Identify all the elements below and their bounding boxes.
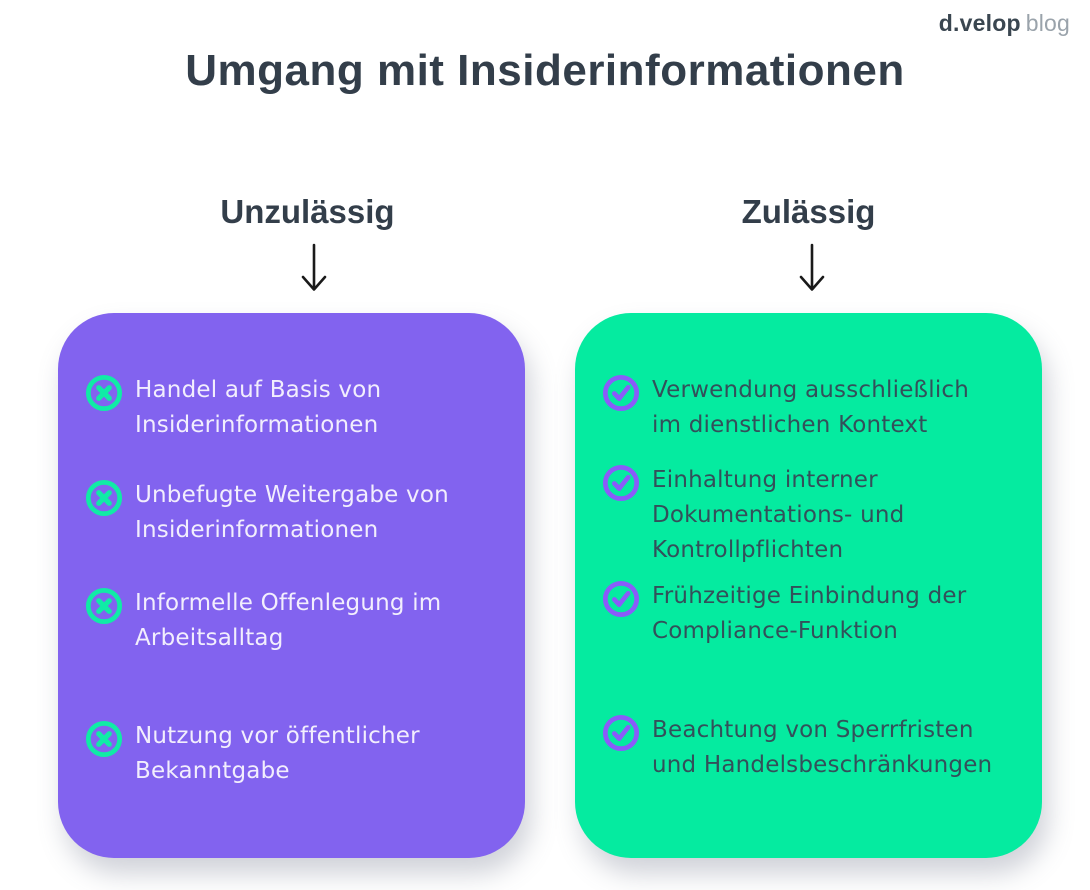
check-circle-icon: [602, 580, 640, 618]
column-header-zulaessig: Zulässig: [741, 193, 876, 230]
list-item-text: Informelle Offenlegung im Arbeitsalltag: [135, 590, 442, 651]
list-item: Informelle Offenlegung im Arbeitsalltag: [85, 586, 441, 656]
list-item-text: Handel auf Basis von Insiderinformatione…: [135, 377, 382, 438]
list-item: Nutzung vor öffentlicher Bekanntgabe: [85, 719, 420, 789]
list-item-text: Nutzung vor öffentlicher Bekanntgabe: [135, 723, 420, 784]
x-circle-icon: [85, 479, 123, 517]
check-circle-icon: [602, 464, 640, 502]
page-title: Umgang mit Insiderinformationen: [185, 46, 905, 95]
logo-brand-text: d.velop: [938, 10, 1021, 36]
x-circle-icon: [85, 587, 123, 625]
list-item: Beachtung von Sperrfristen und Handelsbe…: [602, 713, 992, 783]
column-header-unzulaessig: Unzulässig: [220, 193, 395, 230]
zulaessig-box: Verwendung ausschließlich im dienstliche…: [575, 313, 1042, 858]
logo-suffix-text: blog: [1025, 10, 1070, 36]
unzulaessig-box: Handel auf Basis von Insiderinformatione…: [58, 313, 525, 858]
list-item: Frühzeitige Einbindung der Compliance-Fu…: [602, 579, 966, 649]
down-arrow-icon: [301, 243, 327, 291]
list-item-text: Beachtung von Sperrfristen und Handelsbe…: [652, 717, 993, 778]
list-item-text: Verwendung ausschließlich im dienstliche…: [652, 377, 970, 438]
list-item: Verwendung ausschließlich im dienstliche…: [602, 373, 969, 443]
list-item: Einhaltung interner Dokumentations- und …: [602, 463, 904, 568]
x-circle-icon: [85, 374, 123, 412]
down-arrow-icon: [799, 243, 825, 291]
list-item-text: Einhaltung interner Dokumentations- und …: [652, 467, 905, 563]
list-item: Unbefugte Weitergabe von Insiderinformat…: [85, 478, 449, 548]
list-item-text: Frühzeitige Einbindung der Compliance-Fu…: [652, 583, 967, 644]
check-circle-icon: [602, 374, 640, 412]
x-circle-icon: [85, 720, 123, 758]
check-circle-icon: [602, 714, 640, 752]
list-item-text: Unbefugte Weitergabe von Insiderinformat…: [135, 482, 449, 543]
list-item: Handel auf Basis von Insiderinformatione…: [85, 373, 381, 443]
